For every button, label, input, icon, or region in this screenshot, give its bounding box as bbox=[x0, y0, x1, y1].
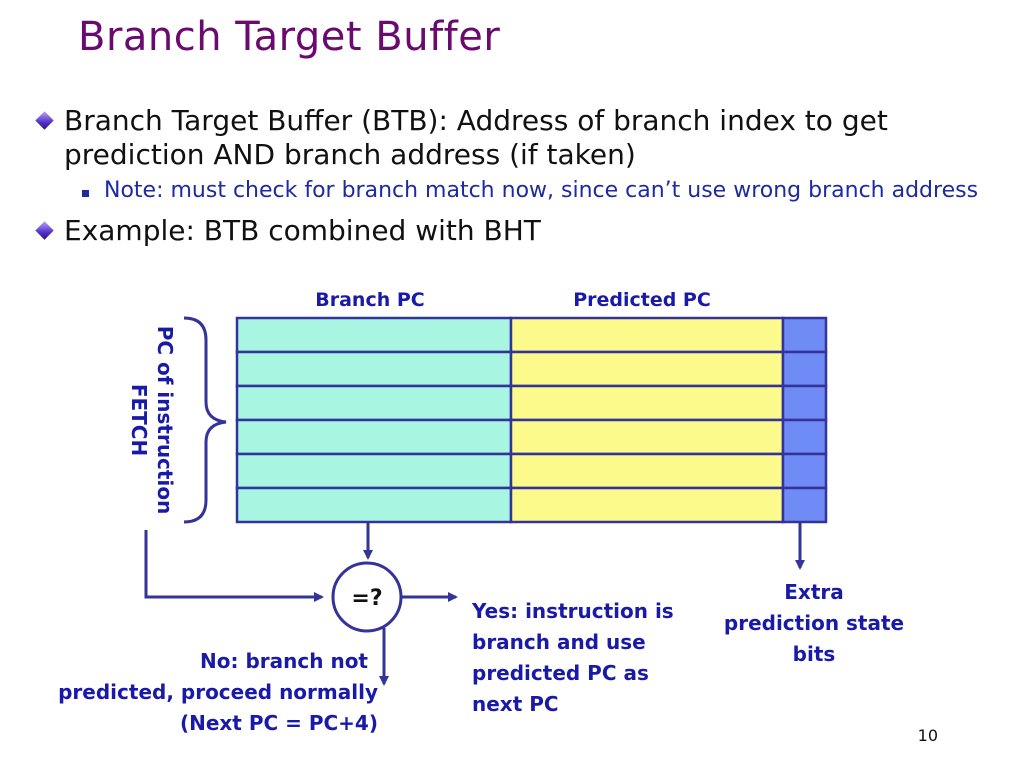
predicted-pc-cell bbox=[509, 350, 785, 388]
yes-label-line-3: predicted PC as bbox=[472, 661, 649, 685]
state-bits-cell bbox=[781, 418, 828, 456]
state-bits-cell bbox=[781, 350, 828, 388]
extra-label-line-2: prediction state bbox=[724, 611, 904, 635]
side-label-line-2: FETCH bbox=[127, 384, 151, 456]
extra-label-line-1: Extra bbox=[784, 580, 843, 604]
predicted-pc-cell bbox=[509, 316, 785, 354]
bullet-list: Branch Target Buffer (BTB): Address of b… bbox=[34, 104, 994, 254]
no-label-line-2: predicted, proceed normally bbox=[58, 680, 378, 704]
yes-label-line-2: branch and use bbox=[472, 630, 646, 654]
branch-pc-cell bbox=[235, 316, 513, 354]
predicted-pc-cell bbox=[509, 486, 785, 524]
no-label-line-3: (Next PC = PC+4) bbox=[180, 711, 378, 735]
branch-pc-cell bbox=[235, 384, 513, 422]
btb-table bbox=[235, 316, 828, 524]
bullet-example: Example: BTB combined with BHT bbox=[34, 214, 994, 248]
square-bullet-icon bbox=[82, 190, 89, 197]
state-bits-cell bbox=[781, 384, 828, 422]
bullet-btb-definition: Branch Target Buffer (BTB): Address of b… bbox=[34, 104, 994, 172]
bullet-text: Branch Target Buffer (BTB): Address of b… bbox=[64, 104, 888, 171]
page-number: 10 bbox=[917, 726, 938, 745]
side-label-line-1: PC of instruction bbox=[153, 326, 177, 515]
predicted-pc-cell bbox=[509, 384, 785, 422]
yes-label-line-1: Yes: instruction is bbox=[471, 599, 674, 623]
fetch-arrow bbox=[144, 530, 324, 602]
branch-pc-cell bbox=[235, 418, 513, 456]
extra-label-line-3: bits bbox=[793, 642, 836, 666]
no-label-line-1: No: branch not bbox=[200, 649, 368, 673]
yes-label-line-4: next PC bbox=[472, 692, 559, 716]
sub-bullet-text: Note: must check for branch match now, s… bbox=[104, 178, 979, 203]
state-bits-cell bbox=[781, 452, 828, 490]
bullet-text: Example: BTB combined with BHT bbox=[64, 214, 541, 247]
state-bits-cell bbox=[781, 316, 828, 354]
predicted-pc-cell bbox=[509, 418, 785, 456]
compare-label: =? bbox=[351, 586, 382, 611]
branch-pc-header: Branch PC bbox=[315, 289, 424, 311]
branch-pc-cell bbox=[235, 452, 513, 490]
curly-brace-icon bbox=[183, 316, 227, 524]
branch-pc-cell bbox=[235, 350, 513, 388]
predicted-pc-header: Predicted PC bbox=[573, 289, 711, 311]
predicted-pc-cell bbox=[509, 452, 785, 490]
branch-pc-cell bbox=[235, 486, 513, 524]
state-bits-cell bbox=[781, 486, 828, 524]
sub-bullet-note: Note: must check for branch match now, s… bbox=[34, 178, 994, 204]
slide-title: Branch Target Buffer bbox=[78, 14, 501, 60]
